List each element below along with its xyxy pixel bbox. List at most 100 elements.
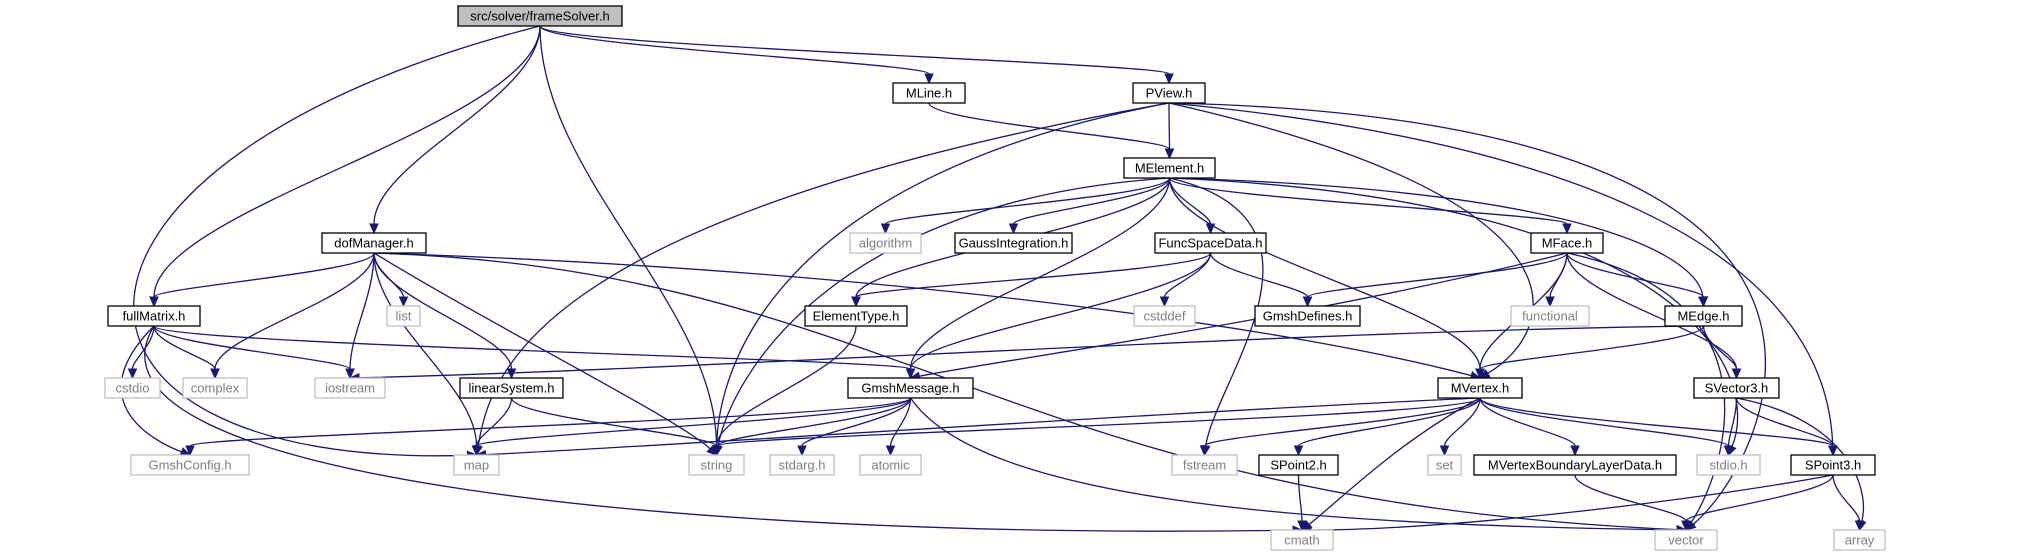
edge-MElement-to-GaussIntegration (1008, 177, 1171, 235)
node-label: MLine.h (906, 86, 952, 101)
node-framesolver[interactable]: src/solver/frameSolver.h (457, 5, 623, 27)
node-box (107, 305, 201, 327)
edge-MEdge-to-iostream (348, 325, 1704, 383)
edge-FuncSpaceData-to-GmshDefines (1209, 252, 1313, 308)
node-fullmatrix[interactable]: fullMatrix.h (107, 305, 201, 327)
node-box (804, 305, 908, 327)
node-box (688, 454, 745, 476)
node-gmshmessage[interactable]: GmshMessage.h (847, 377, 974, 399)
node-medge[interactable]: MEdge.h (1664, 305, 1743, 327)
node-cstdio: cstdio (104, 377, 161, 399)
edge-MVertex-to-string (711, 397, 1481, 457)
edge-SVector3-to-stdio (1723, 397, 1738, 457)
edge-dofManager-to-complex (210, 252, 375, 380)
node-spoint2[interactable]: SPoint2.h (1258, 454, 1339, 476)
node-box (457, 5, 623, 27)
node-label: stdio.h (1709, 458, 1747, 473)
edge-FuncSpaceData-to-ElementType (851, 252, 1212, 308)
node-box (1154, 232, 1267, 254)
edge-GmshMessage-to-map (471, 397, 912, 457)
node-atomic: atomic (859, 454, 922, 476)
node-label: SVector3.h (1705, 381, 1769, 396)
node-mface[interactable]: MFace.h (1530, 232, 1604, 254)
node-mline[interactable]: MLine.h (892, 82, 966, 104)
node-label: array (1845, 533, 1875, 548)
node-box (314, 377, 386, 399)
node-label: GmshConfig.h (148, 458, 231, 473)
node-string: string (688, 454, 745, 476)
node-cmath: cmath (1270, 529, 1334, 551)
node-box (1790, 454, 1876, 476)
node-label: cstdio (116, 381, 150, 396)
node-stdarg: stdarg.h (769, 454, 835, 476)
node-box (1473, 454, 1677, 476)
edge-SVector3-to-SPoint3 (1735, 397, 1838, 457)
edge-fullMatrix-to-cstdio (127, 325, 155, 380)
node-spoint3[interactable]: SPoint3.h (1790, 454, 1876, 476)
node-label: dofManager.h (334, 236, 414, 251)
node-box (1664, 305, 1743, 327)
node-label: MElement.h (1135, 161, 1204, 176)
edge-frameSolver-to-MLine (539, 25, 934, 85)
node-label: functional (1522, 309, 1578, 324)
node-set: set (1427, 454, 1462, 476)
node-box (104, 377, 161, 399)
edge-GmshMessage-to-atomic (885, 397, 912, 457)
node-iostream: iostream (314, 377, 386, 399)
node-box (1171, 454, 1238, 476)
node-linearsystem[interactable]: linearSystem.h (459, 377, 564, 399)
node-label: src/solver/frameSolver.h (470, 9, 609, 24)
edge-SPoint3-to-cmath (1300, 474, 1834, 535)
edge-MVertex-to-SPoint2 (1293, 397, 1481, 457)
node-box (1123, 157, 1216, 179)
node-box (1693, 377, 1780, 399)
edge-frameSolver-to-PView (539, 25, 1174, 85)
node-functional: functional (1510, 305, 1590, 327)
edge-GmshMessage-to-stdarg (797, 397, 912, 457)
node-list: list (386, 305, 421, 327)
node-label: SPoint2.h (1270, 458, 1326, 473)
node-mvertexboundarylayerdata[interactable]: MVertexBoundaryLayerData.h (1473, 454, 1677, 476)
node-label: iostream (325, 381, 375, 396)
node-label: set (1436, 458, 1454, 473)
node-box (954, 232, 1073, 254)
edge-fullMatrix-to-complex (153, 325, 220, 380)
edge-MVertex-to-stdio (1479, 397, 1734, 457)
node-melement[interactable]: MElement.h (1123, 157, 1216, 179)
edge-fullMatrix-to-cmath (144, 325, 1304, 535)
node-box (1254, 305, 1361, 327)
edge-MEdge-to-SVector3 (1702, 325, 1742, 380)
node-box (859, 454, 922, 476)
node-label: fstream (1183, 458, 1226, 473)
node-box (1258, 454, 1339, 476)
edge-SPoint3-to-vector (1681, 474, 1834, 532)
node-funcspacedata[interactable]: FuncSpaceData.h (1154, 232, 1267, 254)
node-box (849, 232, 922, 254)
node-mvertex[interactable]: MVertex.h (1437, 377, 1523, 399)
edge-ElementType-to-string (711, 325, 857, 457)
node-label: GmshMessage.h (861, 381, 959, 396)
node-box (130, 454, 250, 476)
edge-linearSystem-to-string (510, 397, 722, 457)
edge-dofManager-to-fullMatrix (149, 252, 375, 308)
node-gaussintegration[interactable]: GaussIntegration.h (954, 232, 1073, 254)
node-box (386, 305, 421, 327)
node-label: linearSystem.h (469, 381, 555, 396)
node-dofmanager[interactable]: dofManager.h (321, 232, 427, 254)
node-box (892, 82, 966, 104)
node-elementtype[interactable]: ElementType.h (804, 305, 908, 327)
node-label: list (396, 309, 412, 324)
edge-PView-to-string (711, 102, 1170, 457)
node-label: string (701, 458, 733, 473)
node-svector3[interactable]: SVector3.h (1693, 377, 1780, 399)
node-fstream: fstream (1171, 454, 1238, 476)
node-gmshdefines[interactable]: GmshDefines.h (1254, 305, 1361, 327)
node-label: cstddef (1144, 309, 1186, 324)
node-stdio: stdio.h (1696, 454, 1761, 476)
edge-PView-to-MElement (1164, 102, 1175, 160)
node-label: MVertex.h (1451, 381, 1510, 396)
edge-FuncSpaceData-to-cstddef (1159, 252, 1212, 308)
node-pview[interactable]: PView.h (1132, 82, 1206, 104)
node-label: cmath (1284, 533, 1319, 548)
